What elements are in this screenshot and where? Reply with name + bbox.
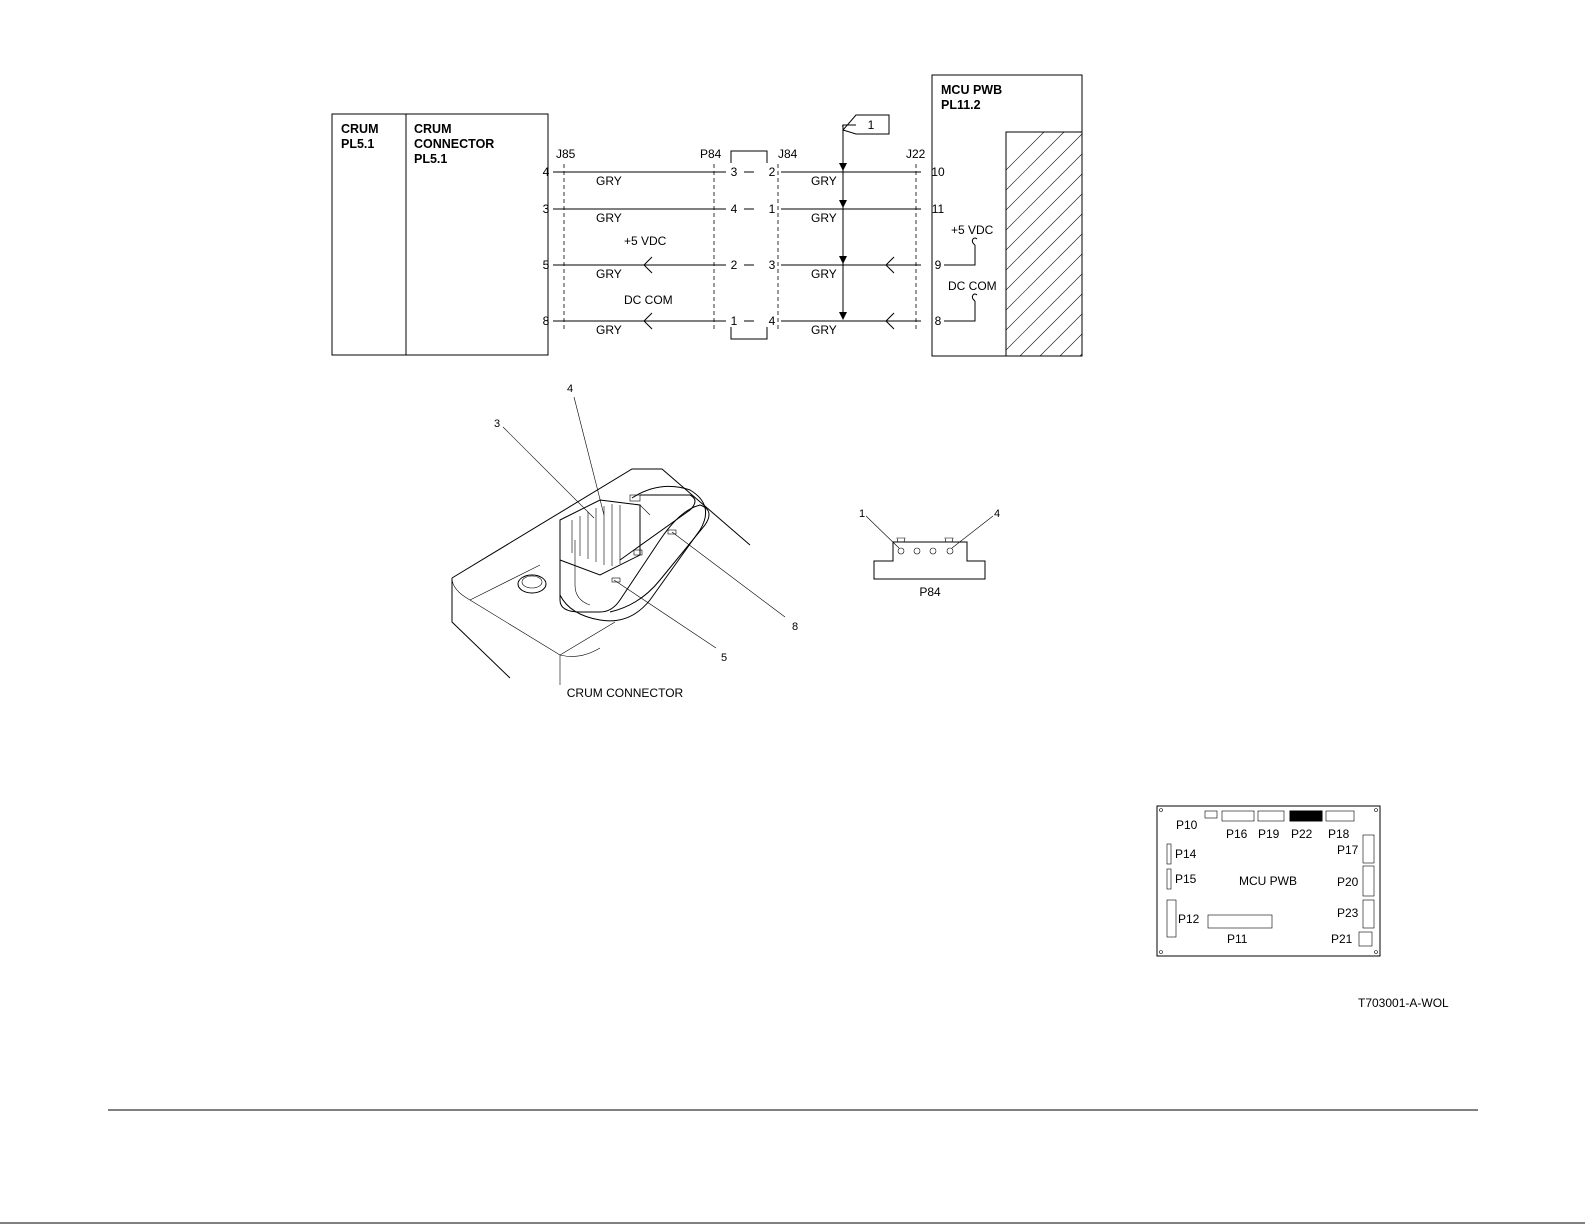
pwb-label-p18: P18 xyxy=(1328,827,1350,841)
pwb-label-p15: P15 xyxy=(1175,872,1197,886)
pwb-label-p23: P23 xyxy=(1337,906,1359,920)
wire-4-signal-right: DC COM xyxy=(948,279,997,293)
p18-connector xyxy=(1326,811,1354,821)
connector-j84-label: J84 xyxy=(778,147,798,161)
p12-connector xyxy=(1167,900,1176,937)
pwb-map-title: MCU PWB xyxy=(1239,874,1297,888)
p84-pin-4: 4 xyxy=(731,202,738,216)
wire-4: 8 1 4 8 GRY GRY DC COM DC COM xyxy=(543,279,997,337)
wire-4-color-left: GRY xyxy=(596,323,622,337)
wire-2-color-left: GRY xyxy=(596,211,622,225)
crum-pin-label-4: 4 xyxy=(567,383,573,395)
mcu-pwb-title: MCU PWB xyxy=(941,83,1002,97)
p16-connector xyxy=(1222,811,1254,821)
mcu-pwb-block: MCU PWB PL11.2 xyxy=(932,75,1082,430)
p84-illustration: 1 4 P84 xyxy=(859,508,1000,599)
wire-1-color-right: GRY xyxy=(811,174,837,188)
pwb-label-p20: P20 xyxy=(1337,875,1359,889)
crum-block: CRUM PL5.1 CRUM CONNECTOR PL5.1 xyxy=(332,114,548,355)
wire-1: 4 3 2 10 GRY GRY xyxy=(543,165,945,188)
crum-pin-label-5: 5 xyxy=(721,652,727,664)
vdc-tap-symbol xyxy=(944,238,977,265)
j84-pin-2: 2 xyxy=(769,165,776,179)
j85-pin-8: 8 xyxy=(543,314,550,328)
wire-3: 5 2 3 9 GRY GRY +5 VDC +5 VDC xyxy=(543,223,994,281)
p84-pin-1: 1 xyxy=(731,314,738,328)
p17-connector xyxy=(1363,835,1374,863)
pwb-label-p12: P12 xyxy=(1178,912,1200,926)
mcu-pwb-ref: PL11.2 xyxy=(941,98,981,112)
connector-j22-label: J22 xyxy=(906,147,926,161)
dccom-tap-symbol xyxy=(944,294,977,321)
p15-connector xyxy=(1167,869,1171,889)
pwb-label-p14: P14 xyxy=(1175,847,1197,861)
p84-pin-3: 3 xyxy=(731,165,738,179)
p23-connector xyxy=(1363,900,1374,928)
crum-title: CRUM xyxy=(341,122,379,136)
p84-view-pin-1: 1 xyxy=(859,508,865,520)
j22-pin-8: 8 xyxy=(935,314,942,328)
j84-pin-1: 1 xyxy=(769,202,776,216)
pwb-label-p16: P16 xyxy=(1226,827,1248,841)
wire-3-color-left: GRY xyxy=(596,267,622,281)
p10-connector xyxy=(1205,811,1217,818)
pwb-location-map: P10 P16 P19 P22 P18 P17 P14 P15 MCU PWB … xyxy=(1157,806,1380,956)
j22-pin-9: 9 xyxy=(935,258,942,272)
p84-view-pin-4: 4 xyxy=(994,508,1000,520)
wire-3-color-right: GRY xyxy=(811,267,837,281)
j85-pin-4: 4 xyxy=(543,165,550,179)
crum-connector-title-1: CRUM xyxy=(414,122,452,136)
j22-pin-11: 11 xyxy=(932,202,945,216)
wire-3-signal-right: +5 VDC xyxy=(951,223,994,237)
j85-pin-5: 5 xyxy=(543,258,550,272)
crum-connector-caption: CRUM CONNECTOR xyxy=(567,686,684,700)
wire-3-signal-left: +5 VDC xyxy=(624,234,667,248)
p22-connector-highlighted xyxy=(1290,811,1322,821)
wire-2-color-right: GRY xyxy=(811,211,837,225)
connector-j85-label: J85 xyxy=(556,147,576,161)
j84-pin-3: 3 xyxy=(769,258,776,272)
figure-id: T703001-A-WOL xyxy=(1358,996,1449,1010)
callout-1-label: 1 xyxy=(868,118,875,132)
j85-pin-3: 3 xyxy=(543,202,550,216)
connector-p84-label: P84 xyxy=(700,147,722,161)
crum-ref: PL5.1 xyxy=(341,137,374,151)
pwb-label-p21: P21 xyxy=(1331,932,1353,946)
crum-connector-title-2: CONNECTOR xyxy=(414,137,494,151)
pwb-label-p10: P10 xyxy=(1176,818,1198,832)
j84-pin-4: 4 xyxy=(769,314,776,328)
crum-pin-label-3: 3 xyxy=(494,418,500,430)
wire-1-color-left: GRY xyxy=(596,174,622,188)
crum-pin-label-8: 8 xyxy=(792,621,798,633)
wire-2: 3 4 1 11 GRY GRY xyxy=(543,202,945,225)
pwb-label-p19: P19 xyxy=(1258,827,1280,841)
callout-1: 1 xyxy=(842,115,889,164)
callout-bus xyxy=(839,163,847,320)
p84-view-caption: P84 xyxy=(919,585,941,599)
wire-4-signal-left: DC COM xyxy=(624,293,673,307)
crum-connector-illustration: 4 3 8 5 CRUM CONNECTOR xyxy=(452,383,798,700)
p14-connector xyxy=(1167,844,1171,864)
p20-connector xyxy=(1363,866,1374,896)
p84-pin-2: 2 xyxy=(731,258,738,272)
p19-connector xyxy=(1258,811,1284,821)
pwb-label-p11: P11 xyxy=(1227,932,1248,946)
p21-connector xyxy=(1359,932,1372,946)
pwb-hatch xyxy=(1006,94,1082,430)
pwb-label-p17: P17 xyxy=(1337,843,1359,857)
crum-connector-ref: PL5.1 xyxy=(414,152,447,166)
wire-4-color-right: GRY xyxy=(811,323,837,337)
pwb-label-p22: P22 xyxy=(1291,827,1313,841)
p11-connector xyxy=(1208,915,1272,928)
j22-pin-10: 10 xyxy=(931,165,945,179)
